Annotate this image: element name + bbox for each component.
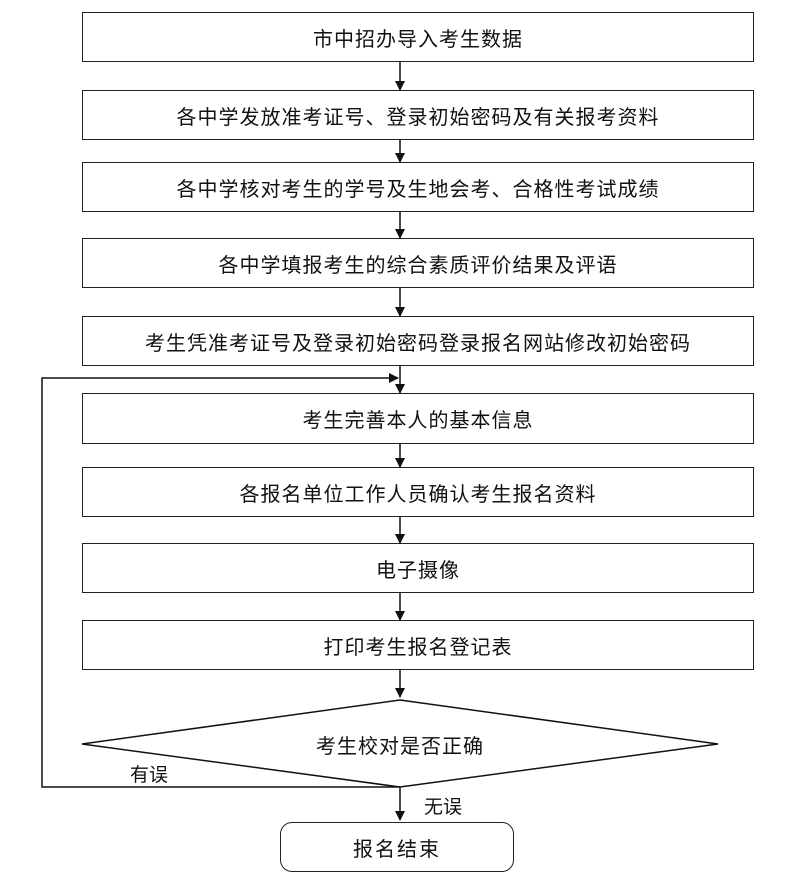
end-label: 报名结束 <box>353 836 441 861</box>
step-box-5: 考生凭准考证号及登录初始密码登录报名网站修改初始密码 <box>82 316 754 366</box>
step-box-4: 各中学填报考生的综合素质评价结果及评语 <box>82 238 754 288</box>
step-label-9: 打印考生报名登记表 <box>323 634 513 659</box>
step-label-1: 市中招办导入考生数据 <box>313 26 523 51</box>
step-box-9: 打印考生报名登记表 <box>82 620 754 670</box>
step-label-4: 各中学填报考生的综合素质评价结果及评语 <box>218 252 618 277</box>
step-box-1: 市中招办导入考生数据 <box>82 12 754 62</box>
step-label-3: 各中学核对考生的学号及生地会考、合格性考试成绩 <box>176 176 660 201</box>
end-box: 报名结束 <box>280 822 514 872</box>
step-box-6: 考生完善本人的基本信息 <box>82 393 754 444</box>
step-label-6: 考生完善本人的基本信息 <box>302 408 534 432</box>
step-box-2: 各中学发放准考证号、登录初始密码及有关报考资料 <box>82 90 754 140</box>
step-label-7: 各报名单位工作人员确认考生报名资料 <box>239 481 597 506</box>
step-label-2: 各中学发放准考证号、登录初始密码及有关报考资料 <box>176 104 660 129</box>
step-box-8: 电子摄像 <box>82 543 754 593</box>
step-label-5: 考生凭准考证号及登录初始密码登录报名网站修改初始密码 <box>145 330 691 355</box>
step-box-7: 各报名单位工作人员确认考生报名资料 <box>82 467 754 517</box>
step-box-3: 各中学核对考生的学号及生地会考、合格性考试成绩 <box>82 162 754 212</box>
branch-ok-label: 无误 <box>424 796 463 818</box>
branch-error-label: 有误 <box>130 764 169 786</box>
decision-label: 考生校对是否正确 <box>316 734 484 758</box>
step-label-8: 电子摄像 <box>376 557 460 582</box>
loop-back-line <box>41 373 400 788</box>
